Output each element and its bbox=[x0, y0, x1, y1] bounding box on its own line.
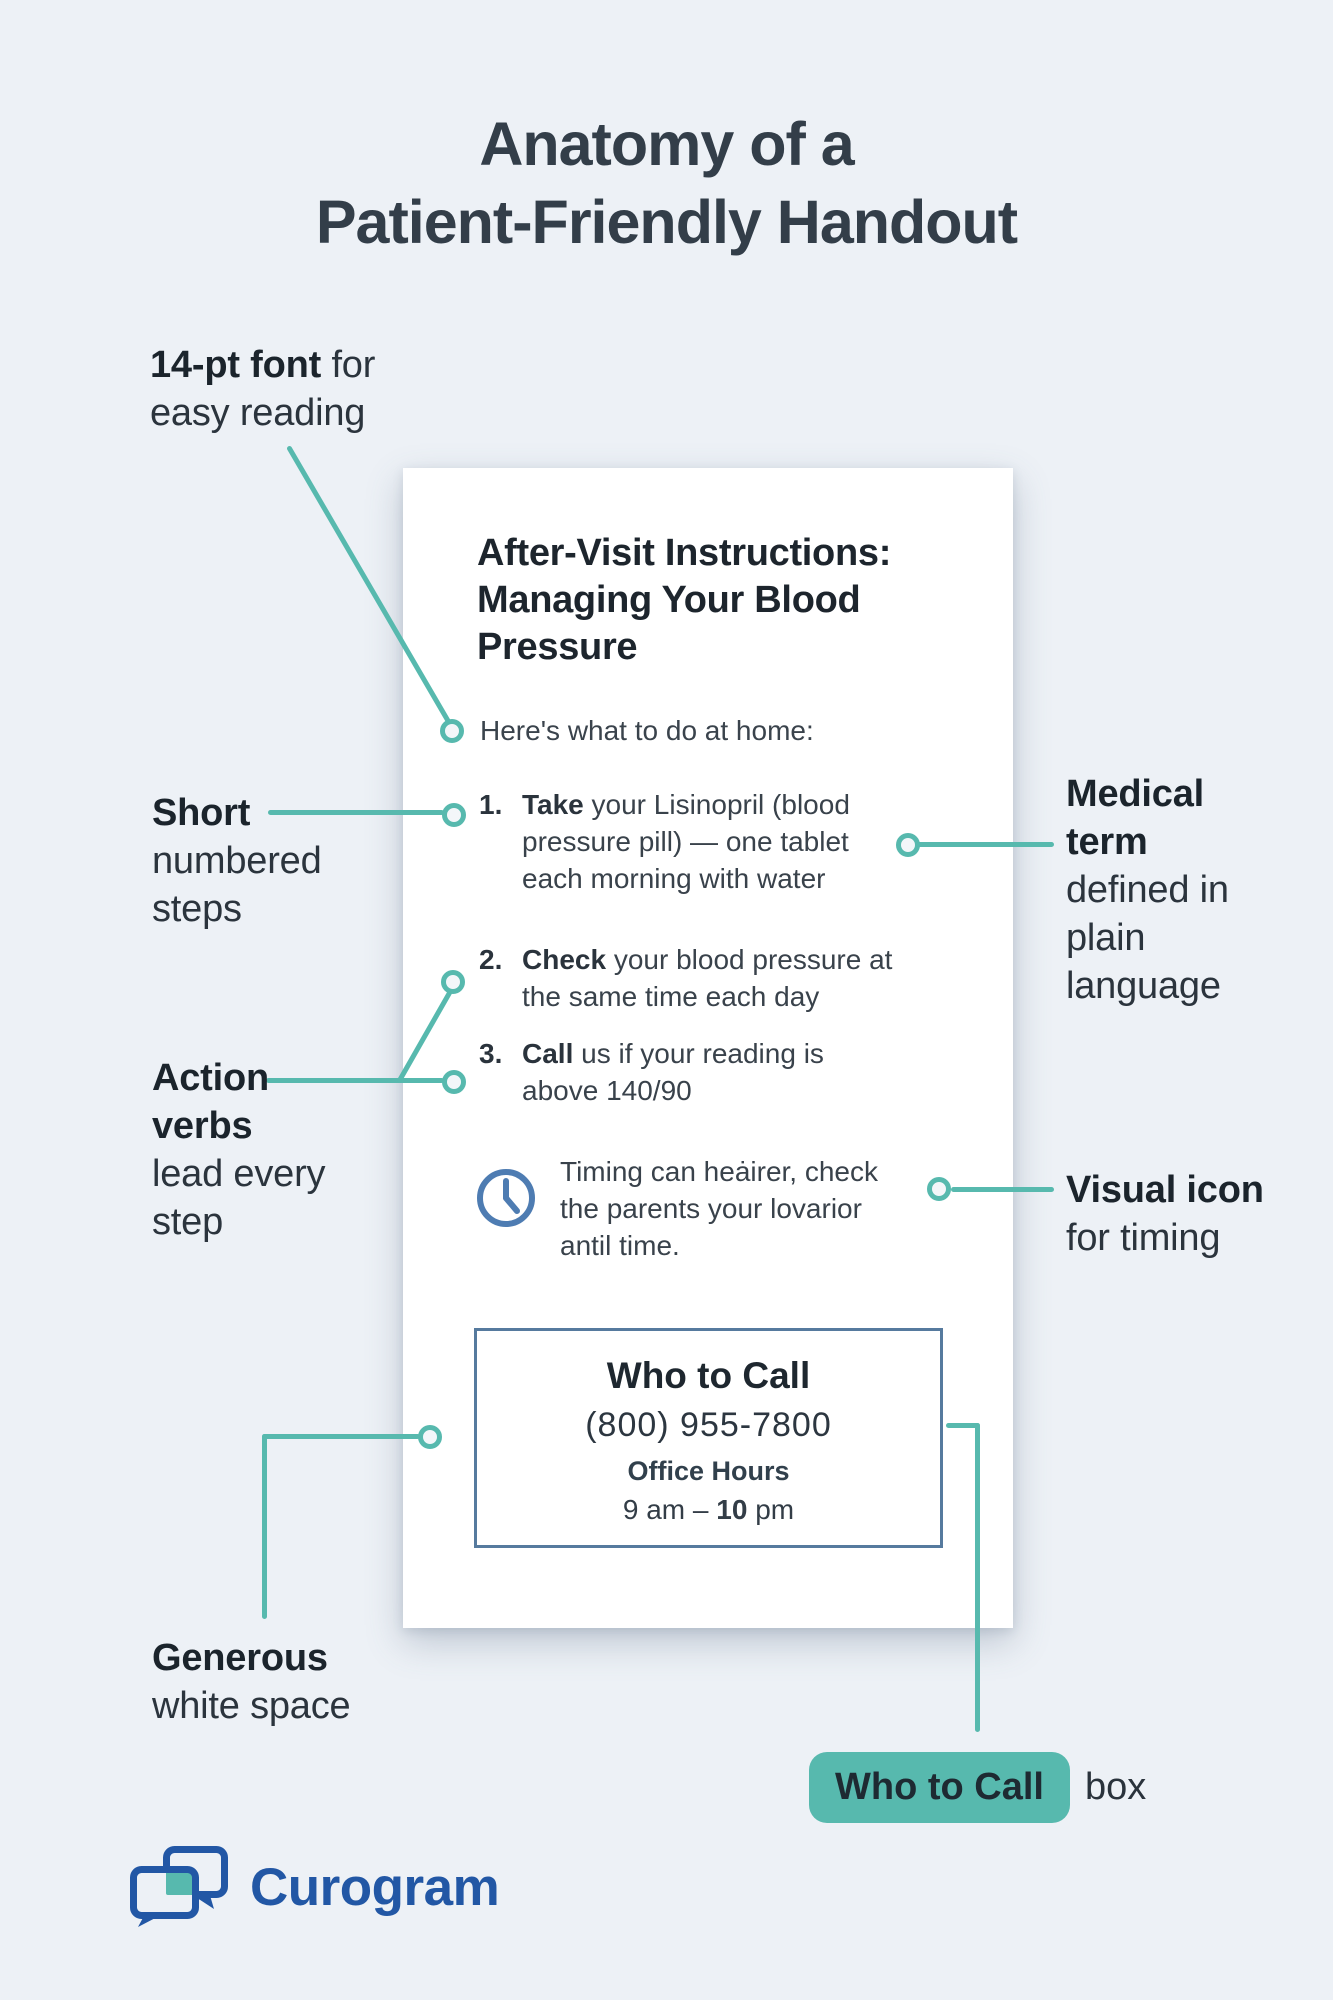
connector-medical-term bbox=[916, 842, 1054, 847]
annotation-font-size: 14-pt font for easy reading bbox=[150, 341, 375, 437]
connector-action-verbs bbox=[266, 1078, 444, 1083]
chip-suffix-text: box bbox=[1084, 1766, 1147, 1808]
annotation-line: Medical term bbox=[1066, 770, 1229, 866]
annotation-bold: 14-pt font bbox=[150, 344, 322, 386]
step-lead-verb: Call bbox=[522, 1038, 574, 1069]
logo-wordmark: Curogram bbox=[250, 1857, 500, 1917]
annotation-bold: Medical term bbox=[1066, 773, 1204, 863]
page-title: Anatomy of a Patient-Friendly Handout bbox=[315, 110, 1018, 256]
annotation-short-steps: Short numbered steps bbox=[152, 789, 322, 933]
step-body: your blood pressure at the same time eac… bbox=[522, 944, 893, 1012]
office-hours-value: 9 am – 10 pm bbox=[477, 1494, 940, 1526]
phone-number: (800) 955-7800 bbox=[585, 1406, 832, 1444]
list-item: 1. Take your Lisinopril (blood pressure … bbox=[479, 786, 917, 897]
marker-circle-intro bbox=[440, 719, 464, 743]
annotation-line: Short bbox=[152, 789, 322, 837]
marker-circle-medical-term bbox=[896, 833, 920, 857]
annotation-visual-icon: Visual icon for timing bbox=[1066, 1166, 1264, 1262]
annotation-bold: Short bbox=[152, 792, 251, 834]
connector-white-space-horizontal bbox=[262, 1434, 420, 1439]
connector-white-space-vertical bbox=[262, 1434, 267, 1619]
list-item: 3. Call us if your reading is above 140/… bbox=[479, 1035, 917, 1109]
annotation-action-verbs: Action verbs lead every step bbox=[152, 1054, 326, 1246]
step-text: Call us if your reading is above 140/90 bbox=[522, 1035, 917, 1109]
marker-circle-visual-icon bbox=[927, 1177, 951, 1201]
step-text: Take your Lisinopril (blood pressure pil… bbox=[522, 786, 917, 897]
annotation-text: lead every step bbox=[152, 1153, 326, 1243]
annotation-text: white space bbox=[152, 1685, 351, 1727]
marker-circle-step3 bbox=[442, 1070, 466, 1094]
handout-intro: Here's what to do at home: bbox=[480, 715, 814, 746]
annotation-text: for timing bbox=[1066, 1217, 1221, 1259]
annotation-white-space: Generous white space bbox=[152, 1634, 351, 1730]
step-lead-verb: Check bbox=[522, 944, 607, 975]
chat-bubbles-icon bbox=[130, 1846, 228, 1927]
handout-heading: After-Visit Instructions: Managing Your … bbox=[477, 532, 892, 668]
step-text: Check your blood pressure at the same ti… bbox=[522, 941, 917, 1015]
connector-who-box-horizontal bbox=[946, 1423, 980, 1428]
annotation-line: Visual icon bbox=[1066, 1166, 1264, 1214]
annotation-text: defined in plain language bbox=[1066, 869, 1229, 1007]
office-hours-label: Office Hours bbox=[627, 1456, 790, 1486]
annotation-who-box: Who to Call box bbox=[809, 1752, 1146, 1823]
connector-visual-icon bbox=[951, 1187, 1054, 1192]
step-number: 3. bbox=[479, 1038, 503, 1069]
annotation-text: easy reading bbox=[150, 392, 366, 434]
annotation-line: Generous bbox=[152, 1634, 350, 1682]
connector-who-box-vertical bbox=[975, 1423, 980, 1732]
hours-bold: 10 bbox=[716, 1494, 748, 1525]
who-to-call-title: Who to Call bbox=[606, 1355, 811, 1396]
annotation-text: for bbox=[331, 344, 376, 386]
annotation-line: 14-pt font for bbox=[150, 341, 375, 389]
annotation-bold: Action verbs bbox=[152, 1057, 270, 1147]
step-body: us if your reading is above 140/90 bbox=[522, 1038, 824, 1106]
timing-note: Timing can heȧirer, check the parents yo… bbox=[560, 1156, 878, 1261]
hours-suffix: pm bbox=[755, 1494, 795, 1525]
marker-circle-step1 bbox=[442, 803, 466, 827]
handout-step-list: 1. Take your Lisinopril (blood pressure … bbox=[479, 786, 917, 1109]
list-item: 2. Check your blood pressure at the same… bbox=[479, 941, 917, 1015]
curogram-logo: Curogram bbox=[130, 1846, 500, 1928]
who-to-call-box: Who to Call (800) 955-7800 Office Hours … bbox=[474, 1328, 943, 1548]
step-lead-verb: Take bbox=[522, 789, 584, 820]
hours-prefix: 9 am – bbox=[622, 1494, 709, 1525]
marker-circle-white-space bbox=[418, 1425, 442, 1449]
handout-card: After-Visit Instructions: Managing Your … bbox=[403, 468, 1013, 1628]
who-to-call-chip: Who to Call bbox=[809, 1752, 1070, 1823]
annotation-medical-term: Medical term defined in plain language bbox=[1066, 770, 1229, 1010]
step-number: 1. bbox=[479, 789, 503, 820]
step-body: your Lisinopril (blood pressure pill) — … bbox=[522, 789, 850, 894]
annotation-line: Action verbs bbox=[152, 1054, 325, 1150]
annotation-text: numbered steps bbox=[152, 840, 322, 930]
annotation-bold: Generous bbox=[152, 1637, 328, 1679]
connector-short-steps bbox=[268, 810, 444, 815]
annotation-bold: Visual icon bbox=[1066, 1169, 1264, 1211]
marker-circle-step2 bbox=[441, 970, 465, 994]
clock-icon bbox=[477, 1169, 535, 1227]
step-number: 2. bbox=[479, 944, 503, 975]
